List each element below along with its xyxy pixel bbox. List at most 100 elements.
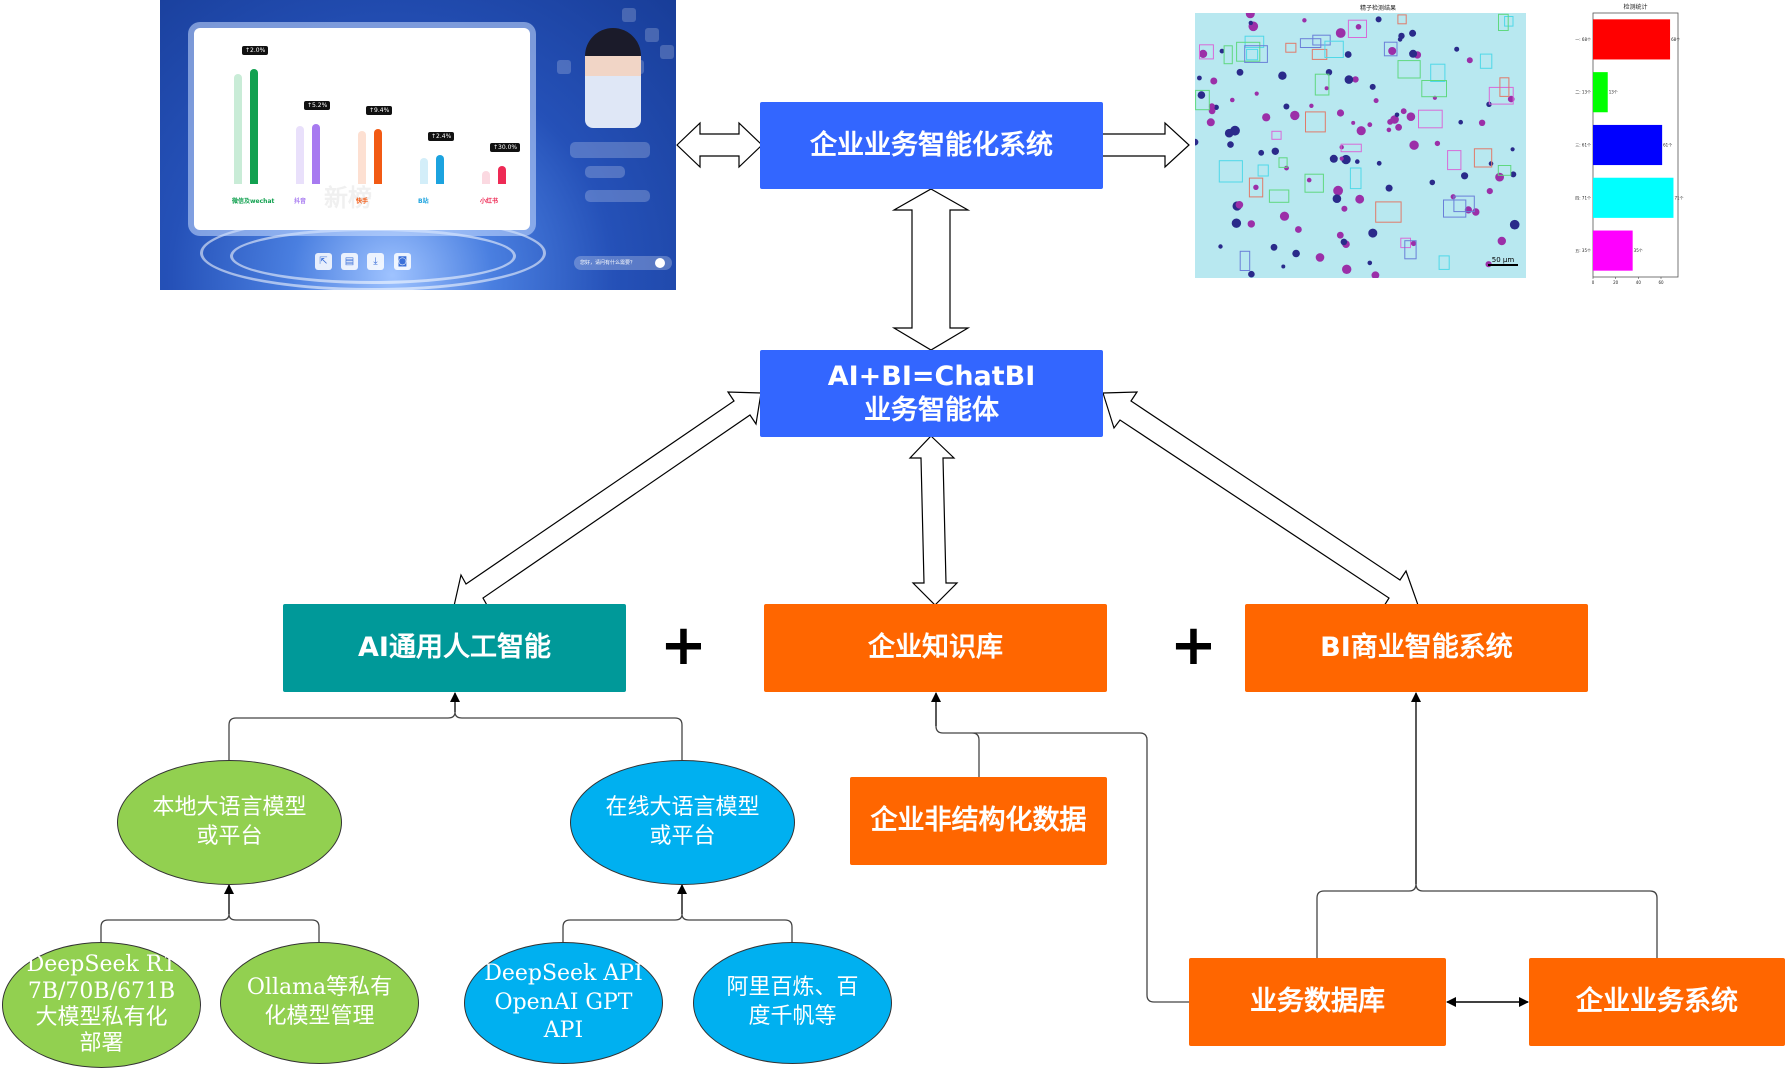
- cell: [1254, 91, 1259, 96]
- box-label: 业务数据库: [1250, 986, 1385, 1018]
- local-llm-ellipse[interactable]: 本地大语言模型 或平台: [117, 760, 342, 885]
- detection-box: [1257, 164, 1269, 177]
- x-tick-label: 60: [1658, 280, 1664, 285]
- detection-box: [1239, 250, 1251, 272]
- cell: [1394, 112, 1400, 118]
- chatbi-agent-box[interactable]: AI+BI=ChatBI 业务智能体: [760, 350, 1103, 437]
- platform-label: 微信及wechat: [232, 198, 275, 205]
- report-icon[interactable]: ▤: [341, 253, 358, 270]
- cell: [1341, 205, 1348, 212]
- menu-icon[interactable]: [622, 8, 636, 22]
- detection-box: [1404, 240, 1417, 260]
- bar: [1593, 124, 1663, 166]
- detection-box: [1488, 86, 1514, 105]
- dashboard-screenshot: 新榜 ↑2.0%微信及wechat↑5.2%抖音↑9.4%快手↑2.4%B站↑3…: [160, 0, 676, 290]
- dashboard-bar-current: [498, 166, 506, 184]
- cell: [1302, 18, 1307, 23]
- cell: [1386, 127, 1392, 133]
- knowledge-base-box[interactable]: 企业知识库: [764, 604, 1107, 692]
- cell: [1486, 188, 1493, 195]
- cell: [1466, 57, 1473, 64]
- ollama-ellipse[interactable]: Ollama等私有 化模型管理: [220, 942, 419, 1064]
- category-label: 类别三: 61个: [1575, 142, 1591, 148]
- dashboard-bar-current: [312, 124, 320, 184]
- exit-icon[interactable]: [660, 45, 674, 59]
- cell: [1224, 128, 1234, 138]
- cell: [1373, 98, 1379, 104]
- double-arrow: [908, 435, 959, 606]
- cell: [1367, 260, 1373, 266]
- connector-line: [228, 711, 683, 760]
- photo-icon[interactable]: ◙: [394, 253, 411, 270]
- unstructured-data-box[interactable]: 企业非结构化数据: [850, 777, 1107, 865]
- watermark: 新榜: [324, 184, 372, 212]
- bi-system-box[interactable]: BI商业智能系统: [1245, 604, 1588, 692]
- enterprise-intelligent-system-box[interactable]: 企业业务智能化系统: [760, 102, 1103, 189]
- ellipse-label: Ollama等私有: [246, 975, 393, 1001]
- business-system-box[interactable]: 企业业务系统: [1529, 958, 1785, 1046]
- data-label: 68个: [1671, 37, 1680, 42]
- plus-sign: +: [660, 613, 707, 678]
- send-icon[interactable]: [655, 258, 665, 268]
- cell: [1409, 29, 1417, 37]
- ellipse-label: OpenAI GPT: [494, 989, 633, 1015]
- cell: [1208, 103, 1215, 110]
- deepseek-r1-ellipse[interactable]: DeepSeek R1 7B/70B/671B 大模型私有化 部署: [2, 942, 201, 1068]
- detection-box: [1497, 165, 1512, 176]
- box-label: 企业业务系统: [1576, 986, 1738, 1018]
- double-arrow: [1102, 391, 1419, 607]
- detection-box: [1278, 157, 1288, 168]
- camera-icon[interactable]: [557, 60, 571, 74]
- cell: [1461, 172, 1469, 180]
- cell: [1510, 171, 1517, 178]
- cell: [1199, 49, 1208, 59]
- business-database-box[interactable]: 业务数据库: [1189, 958, 1446, 1046]
- deepseek-api-ellipse[interactable]: DeepSeek API OpenAI GPT API: [464, 942, 663, 1064]
- detection-box: [1418, 109, 1443, 129]
- category-label: 类别二: 13个: [1575, 89, 1591, 95]
- cell: [1195, 138, 1199, 146]
- category-label: 类别一: 68个: [1575, 36, 1591, 42]
- dashboard-bar-current: [250, 68, 258, 184]
- connector-line: [562, 913, 793, 942]
- cell: [1219, 48, 1225, 54]
- detection-box: [1324, 40, 1344, 58]
- growth-tag: ↑2.4%: [428, 132, 455, 142]
- detection-box: [1383, 41, 1398, 57]
- cell: [1248, 270, 1255, 278]
- ai-general-box[interactable]: AI通用人工智能: [283, 604, 626, 692]
- detection-box: [1349, 167, 1362, 190]
- cell: [1339, 156, 1344, 161]
- cell: [1390, 115, 1399, 124]
- cell: [1235, 201, 1244, 209]
- cell: [1488, 161, 1494, 166]
- cell: [1279, 211, 1290, 221]
- cell: [1332, 194, 1342, 203]
- cell: [1278, 71, 1287, 80]
- cell: [1208, 107, 1216, 115]
- platform-label: 快手: [356, 198, 369, 205]
- detection-box: [1268, 189, 1290, 203]
- block-arrow-right: [1101, 121, 1190, 169]
- chat-bubble: [585, 166, 625, 178]
- online-llm-ellipse[interactable]: 在线大语言模型 或平台: [570, 760, 795, 885]
- chat-input[interactable]: 您好，请问有什么需要？: [574, 256, 672, 270]
- aliyun-baidu-ellipse[interactable]: 阿里百炼、百 度千帆等: [693, 942, 892, 1064]
- detection-box: [1246, 48, 1259, 61]
- cell: [1230, 97, 1235, 103]
- ellipse-label: API: [543, 1018, 584, 1044]
- cell: [1355, 159, 1360, 164]
- share-icon[interactable]: ⇱: [315, 253, 332, 270]
- cell: [1344, 75, 1354, 84]
- detection-box: [1347, 19, 1367, 38]
- download-icon[interactable]: ⤓: [367, 253, 384, 270]
- detection-box: [1285, 42, 1297, 53]
- ellipse-label: 部署: [79, 1031, 124, 1057]
- ai-avatar: [585, 28, 641, 128]
- cell: [1295, 226, 1302, 233]
- x-tick-label: 40: [1636, 280, 1642, 285]
- detection-box: [1248, 177, 1264, 198]
- x-tick-label: 20: [1613, 280, 1619, 285]
- detection-box: [1304, 173, 1324, 193]
- cube-icon[interactable]: [645, 28, 659, 42]
